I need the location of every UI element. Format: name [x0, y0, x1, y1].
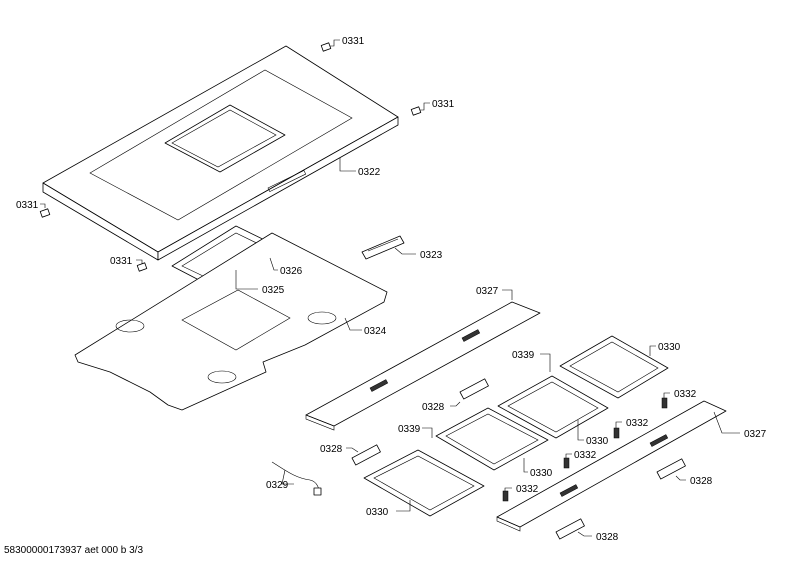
- label-0325: 0325: [262, 285, 285, 296]
- label-0323: 0323: [420, 250, 443, 261]
- label-0331-mid: 0331: [110, 256, 133, 267]
- screw-0332-b: [613, 427, 620, 439]
- label-0330-bottom: 0330: [366, 507, 389, 518]
- clip-0331-left: [39, 208, 51, 218]
- clip-0328-b: [351, 444, 381, 466]
- part-0328-clips: [351, 378, 686, 540]
- part-labels: 0331 0331 0331 0331 0322 0323 0326 0325 …: [16, 36, 767, 543]
- label-0332-c: 0332: [574, 450, 597, 461]
- label-0331-top: 0331: [342, 36, 365, 47]
- part-0332-screws: [502, 397, 668, 502]
- label-0331-right: 0331: [432, 99, 455, 110]
- label-0327-top: 0327: [476, 286, 499, 297]
- label-0328-d: 0328: [596, 532, 619, 543]
- document-id-footer: 58300000173937 aet 000 b 3/3: [4, 545, 144, 556]
- label-0327-right: 0327: [744, 429, 767, 440]
- part-0324-base-plate: [74, 232, 388, 411]
- label-0324: 0324: [364, 326, 387, 337]
- clip-0331-top: [320, 42, 332, 52]
- leader-lines: [40, 39, 740, 537]
- clip-0328-c: [656, 458, 686, 480]
- label-0330-mid2: 0330: [530, 468, 553, 479]
- label-0326: 0326: [280, 266, 303, 277]
- clip-0331-mid: [136, 262, 148, 272]
- part-0339-frame-mid: [435, 407, 549, 471]
- clip-0328-d: [555, 518, 585, 540]
- label-0328-c: 0328: [690, 476, 713, 487]
- part-0339-frame-top: [497, 375, 609, 439]
- label-0331-left: 0331: [16, 200, 39, 211]
- part-0327-rail-upper: [305, 301, 541, 431]
- label-0330-mid1: 0330: [586, 436, 609, 447]
- label-0332-b: 0332: [626, 418, 649, 429]
- label-0329: 0329: [266, 480, 289, 491]
- part-0330-frame-bottom: [363, 449, 485, 517]
- label-0328-b: 0328: [320, 444, 343, 455]
- screw-0332-c: [563, 457, 570, 469]
- clip-0328-a: [459, 378, 489, 400]
- control-buttons-row: [267, 170, 307, 192]
- part-0330-frame-top: [559, 335, 669, 399]
- screw-0332-a: [661, 397, 668, 409]
- label-0339-mid: 0339: [398, 424, 421, 435]
- label-0339-top: 0339: [512, 350, 535, 361]
- part-0322-top-panel: [42, 45, 399, 261]
- part-0323-connector: [361, 235, 405, 260]
- screw-0332-d: [502, 490, 509, 502]
- label-0322: 0322: [358, 167, 381, 178]
- label-0328-a: 0328: [422, 402, 445, 413]
- label-0332-a: 0332: [674, 389, 697, 400]
- label-0330-top: 0330: [658, 342, 681, 353]
- clip-0331-right: [410, 106, 422, 116]
- part-0327-rail-lower: [496, 400, 727, 532]
- part-0329-cable: [271, 461, 322, 496]
- label-0332-d: 0332: [516, 484, 539, 495]
- part-0331-clips: [39, 42, 422, 272]
